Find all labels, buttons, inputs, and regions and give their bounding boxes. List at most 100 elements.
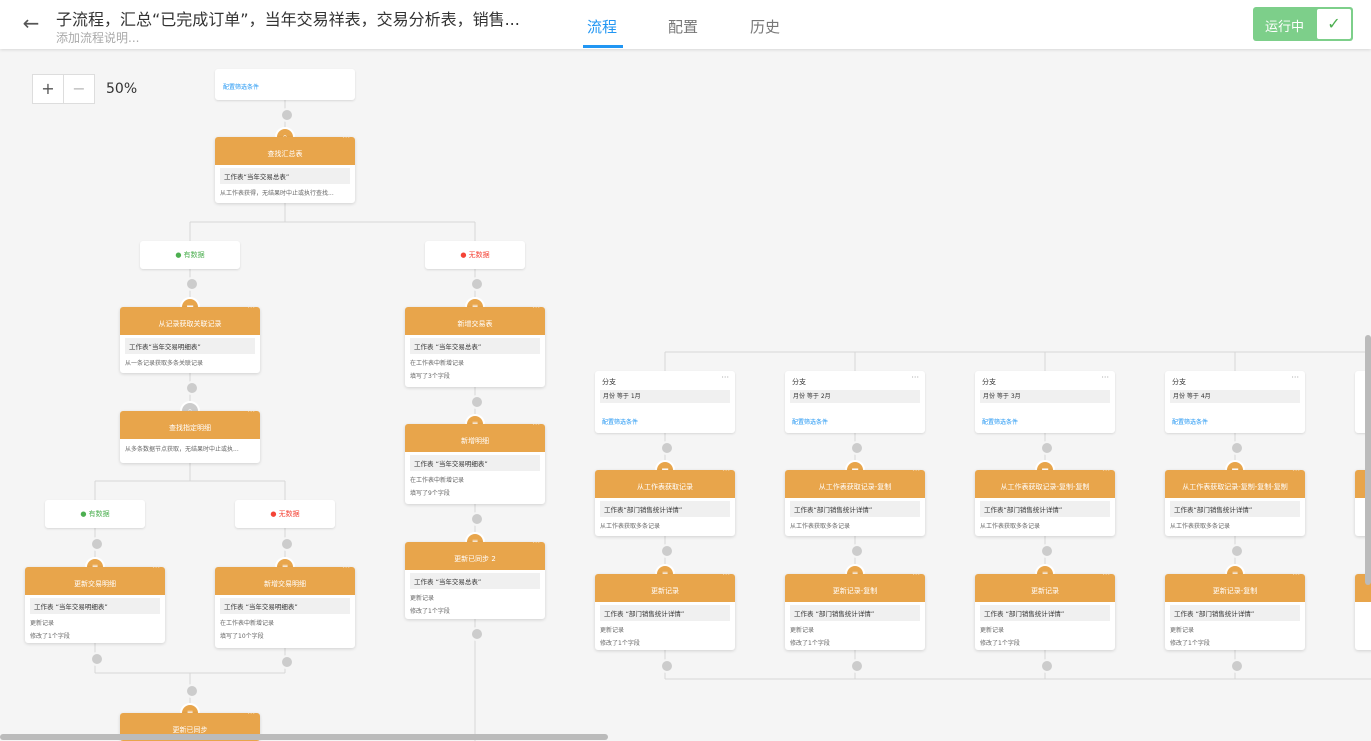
config-filter-link[interactable]: 配置筛选条件: [982, 419, 1019, 426]
add-node-button[interactable]: [1230, 544, 1244, 558]
node-find-summary[interactable]: 查找汇总表··· 工作表“当年交易总表” 从工作表获得，无结果时中止或执行查找.…: [215, 137, 355, 203]
filter-card[interactable]: 配置筛选条件: [215, 69, 355, 100]
branch-more-button[interactable]: ···: [1101, 373, 1109, 382]
add-node-button[interactable]: [280, 537, 294, 551]
node-sheet: 工作表 “当年交易明细表”: [410, 455, 540, 471]
zoom-in-button[interactable]: +: [32, 74, 64, 104]
node-get-records[interactable]: 从工作表获取记录··· 工作表“部门销售统计详情” 从工作表获取多条记录: [595, 470, 735, 536]
node-more-button[interactable]: ···: [912, 470, 920, 475]
node-more-button[interactable]: ···: [247, 307, 255, 312]
node-more-button[interactable]: ···: [1292, 470, 1300, 475]
config-filter-link[interactable]: 配置筛选条件: [602, 419, 639, 426]
branch-condition: 月份 等于 3月: [980, 390, 1110, 403]
tab-config[interactable]: 配置: [668, 18, 699, 36]
condition-no-data[interactable]: ● 无数据: [235, 500, 335, 528]
node-sheet: 工作表 “当年交易总表”: [410, 338, 540, 354]
running-toggle[interactable]: 运行中 ✓: [1253, 7, 1353, 41]
node-update-record[interactable]: 更新记录-复制··· 工作表 “部门销售统计详情” 更新记录 修改了1个字段: [1165, 574, 1305, 650]
add-node-button[interactable]: [470, 512, 484, 526]
node-more-button[interactable]: ···: [247, 713, 255, 718]
add-node-button[interactable]: [185, 684, 199, 698]
node-partial[interactable]: [1355, 574, 1371, 650]
node-find-detail[interactable]: 查找指定明细··· 从多条数据节点获取，无结果时中止或执...: [120, 411, 260, 463]
node-update-record[interactable]: 更新记录-复制··· 工作表 “部门销售统计详情” 更新记录 修改了1个字段: [785, 574, 925, 650]
node-fields: 修改了1个字段: [30, 633, 70, 640]
branch-card[interactable]: 分支 ··· 月份 等于 3月 配置筛选条件: [975, 371, 1115, 433]
add-node-button[interactable]: [470, 395, 484, 409]
add-node-button[interactable]: [185, 381, 199, 395]
config-filter-link[interactable]: 配置筛选条件: [223, 84, 260, 91]
add-node-button[interactable]: [280, 108, 294, 122]
add-node-button[interactable]: [90, 537, 104, 551]
add-node-button[interactable]: [470, 277, 484, 291]
branch-more-button[interactable]: ···: [911, 373, 919, 382]
config-filter-link[interactable]: 配置筛选条件: [1172, 419, 1209, 426]
flow-description[interactable]: 添加流程说明...: [56, 31, 140, 45]
condition-no-data[interactable]: ● 无数据: [425, 241, 525, 269]
node-update-record[interactable]: 更新记录··· 工作表 “部门销售统计详情” 更新记录 修改了1个字段: [595, 574, 735, 650]
add-node-button[interactable]: [1230, 659, 1244, 673]
node-more-button[interactable]: ···: [247, 411, 255, 416]
vertical-scrollbar[interactable]: [1365, 335, 1371, 585]
node-sheet: 工作表“部门销售统计详情”: [980, 501, 1110, 517]
branch-card[interactable]: 分支 ··· 月份 等于 1月 配置筛选条件: [595, 371, 735, 433]
node-more-button[interactable]: ···: [152, 567, 160, 572]
tab-flow[interactable]: 流程: [587, 18, 618, 36]
branch-card[interactable]: 分支 ··· 月份 等于 2月 配置筛选条件: [785, 371, 925, 433]
condition-label: 有数据: [183, 251, 205, 259]
add-node-button[interactable]: [660, 544, 674, 558]
branch-more-button[interactable]: ···: [721, 373, 729, 382]
node-more-button[interactable]: ···: [722, 470, 730, 475]
node-get-records[interactable]: 从工作表获取记录-复制-复制-复制··· 工作表“部门销售统计详情” 从工作表获…: [1165, 470, 1305, 536]
config-filter-link[interactable]: 配置筛选条件: [792, 419, 829, 426]
horizontal-scrollbar[interactable]: [0, 734, 608, 740]
node-sheet: 工作表“当年交易明细表”: [125, 338, 255, 354]
add-node-button[interactable]: [660, 659, 674, 673]
node-add-trade-detail[interactable]: 新增交易明细··· 工作表 “当年交易明细表” 在工作表中新增记录 填写了10个…: [215, 567, 355, 648]
node-desc: 更新记录: [30, 620, 55, 627]
node-update-record[interactable]: 更新记录··· 工作表 “部门销售统计详情” 更新记录 修改了1个字段: [975, 574, 1115, 650]
node-add-detail[interactable]: 新增明细··· 工作表 “当年交易明细表” 在工作表中新增记录 填写了9个字段: [405, 424, 545, 504]
add-node-button[interactable]: [185, 277, 199, 291]
node-desc: 更新记录: [410, 595, 435, 602]
branch-more-button[interactable]: ···: [1291, 373, 1299, 382]
add-node-button[interactable]: [850, 544, 864, 558]
add-node-button[interactable]: [280, 655, 294, 669]
condition-has-data[interactable]: ● 有数据: [45, 500, 145, 528]
add-node-button[interactable]: [1040, 441, 1054, 455]
flow-title[interactable]: 子流程，汇总“已完成订单”，当年交易祥表，交易分析表，销售...: [56, 10, 520, 29]
node-get-records[interactable]: 从工作表获取记录-复制··· 工作表“部门销售统计详情” 从工作表获取多条记录: [785, 470, 925, 536]
node-update-synced-2[interactable]: 更新已同步 2··· 工作表 “当年交易总表” 更新记录 修改了1个字段: [405, 542, 545, 619]
node-more-button[interactable]: ···: [532, 307, 540, 312]
node-more-button[interactable]: ···: [342, 567, 350, 572]
node-more-button[interactable]: ···: [722, 574, 730, 579]
node-fields: 修改了1个字段: [410, 608, 450, 615]
zoom-out-button[interactable]: −: [63, 74, 95, 104]
node-sheet: 工作表 “部门销售统计详情”: [790, 605, 920, 621]
add-node-button[interactable]: [1040, 659, 1054, 673]
add-node-button[interactable]: [850, 659, 864, 673]
node-more-button[interactable]: ···: [532, 424, 540, 429]
add-node-button[interactable]: [1040, 544, 1054, 558]
node-more-button[interactable]: ···: [1292, 574, 1300, 579]
node-title: 更新交易明细: [74, 580, 116, 588]
add-node-button[interactable]: [850, 441, 864, 455]
back-arrow-icon[interactable]: ←: [22, 11, 40, 35]
branch-card[interactable]: 分支 ··· 月份 等于 4月 配置筛选条件: [1165, 371, 1305, 433]
node-desc: 从多条数据节点获取，无结果时中止或执...: [125, 446, 239, 453]
add-node-button[interactable]: [1230, 441, 1244, 455]
node-more-button[interactable]: ···: [532, 542, 540, 547]
tab-history[interactable]: 历史: [750, 18, 781, 36]
add-node-button[interactable]: [660, 441, 674, 455]
condition-has-data[interactable]: ● 有数据: [140, 241, 240, 269]
node-add-trade[interactable]: 新增交易表··· 工作表 “当年交易总表” 在工作表中新增记录 填写了3个字段: [405, 307, 545, 387]
node-more-button[interactable]: ···: [1102, 574, 1110, 579]
node-more-button[interactable]: ···: [1102, 470, 1110, 475]
node-more-button[interactable]: ···: [912, 574, 920, 579]
add-node-button[interactable]: [470, 627, 484, 641]
node-update-trade-detail[interactable]: 更新交易明细··· 工作表 “当年交易明细表” 更新记录 修改了1个字段: [25, 567, 165, 643]
add-node-button[interactable]: [90, 652, 104, 666]
node-more-button[interactable]: ···: [342, 137, 350, 142]
node-get-related[interactable]: 从记录获取关联记录··· 工作表“当年交易明细表” 从一条记录获取多条关联记录: [120, 307, 260, 373]
node-get-records[interactable]: 从工作表获取记录-复制-复制··· 工作表“部门销售统计详情” 从工作表获取多条…: [975, 470, 1115, 536]
